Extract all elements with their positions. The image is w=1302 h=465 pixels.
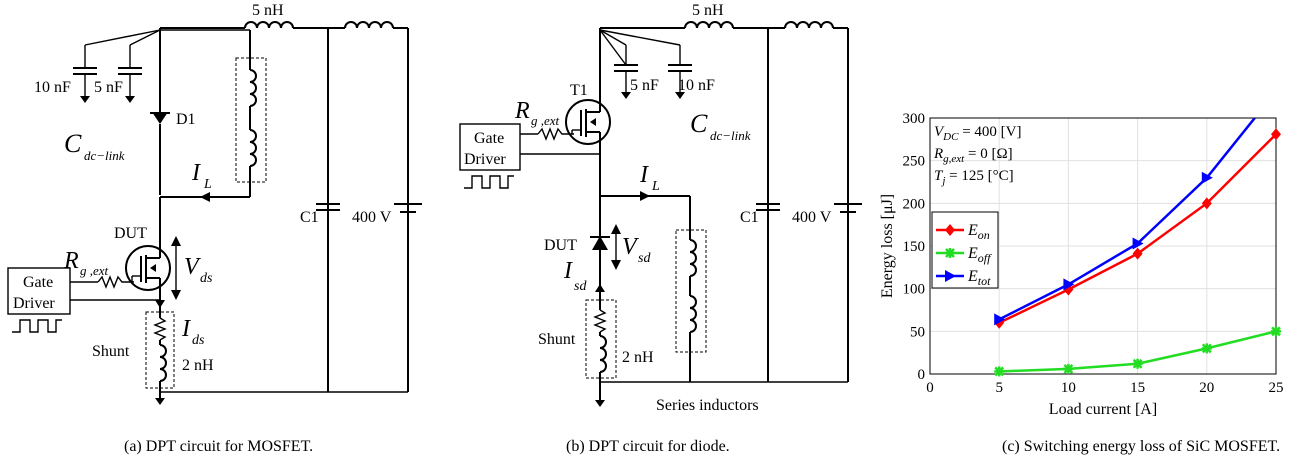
series-inductors-label: Series inductors (656, 397, 759, 414)
x-tick-label: 10 (1061, 380, 1076, 396)
isd-subscript: sd (574, 279, 587, 294)
shunt-label: Shunt (92, 343, 130, 360)
b-top-inductor-label: 5 nH (692, 2, 724, 19)
b-source-label: 400 V (792, 209, 832, 226)
caption-a: (a) DPT circuit for MOSFET. (124, 438, 314, 455)
b-shunt-label: Shunt (538, 331, 576, 348)
y-tick-label: 300 (903, 111, 926, 127)
b-cap-10nf-label: 10 nF (678, 77, 715, 94)
panel-a-circuit: 5 nH 10 nF 5 nF D1 C dc−link I L DUT R g… (0, 0, 430, 430)
diode-label: D1 (176, 111, 196, 128)
y-tick-label: 200 (903, 196, 926, 212)
x-tick-label: 20 (1199, 380, 1214, 396)
data-point-on (1201, 197, 1212, 210)
vds-label: V (184, 254, 201, 280)
top-inductor-label: 5 nH (252, 2, 284, 19)
x-axis-label: Load current [A] (1049, 401, 1157, 418)
legend-label-on: Eon (967, 222, 990, 242)
rg-label: R (63, 248, 79, 274)
b-shunt-inductance-label: 2 nH (622, 349, 654, 366)
annot-vdc: VDC = 400 [V] (934, 124, 1022, 143)
t1-label: T1 (570, 82, 588, 99)
legend-marker-off (945, 248, 955, 258)
caption-b: (b) DPT circuit for diode. (566, 438, 730, 455)
ids-label: I (181, 316, 191, 342)
plot-frame (929, 117, 1277, 375)
il-label: I (191, 160, 201, 186)
cap-10nf-label: 10 nF (34, 79, 71, 96)
data-point-on (1132, 247, 1143, 260)
b-il-subscript: L (651, 179, 660, 194)
data-point-off (1132, 358, 1143, 369)
legend-label-tot: Etot (967, 268, 991, 288)
x-tick-label: 5 (995, 380, 1003, 396)
b-rg-label: R (514, 98, 530, 124)
data-point-tot (1063, 278, 1075, 291)
ids-subscript: ds (192, 333, 205, 348)
annot-rg: Rg,ext = 0 [Ω] (933, 146, 1013, 165)
data-point-off (1201, 343, 1212, 354)
y-tick-label: 100 (903, 282, 926, 298)
data-point-off (994, 366, 1005, 377)
b-c1-label: C1 (740, 209, 759, 226)
source-label: 400 V (352, 209, 392, 226)
panel-b-circuit: 5 nH T1 5 nF 10 nF C dc−link R g ,ext Ga… (440, 0, 880, 430)
b-c-dclink-label: C (690, 109, 708, 138)
cap-5nf-label: 5 nF (94, 79, 123, 96)
data-point-tot (1132, 237, 1144, 250)
legend-marker-on (945, 224, 955, 236)
dut-label: DUT (114, 225, 147, 242)
c-dclink-label: C (64, 129, 82, 158)
data-point-tot (994, 313, 1006, 326)
shunt-inductance-label: 2 nH (182, 357, 214, 374)
b-gate-driver-label-1: Gate (474, 130, 504, 147)
legend-label-off: Eoff (967, 245, 992, 265)
x-tick-label: 0 (926, 380, 934, 396)
data-point-off (1271, 326, 1281, 337)
y-tick-label: 0 (918, 367, 926, 383)
data-point-tot (1201, 171, 1213, 184)
b-il-label: I (639, 162, 649, 188)
data-point-off (1063, 363, 1074, 374)
annot-tj: Tj = 125 [°C] (934, 168, 1014, 187)
legend-marker-tot (945, 270, 956, 282)
gate-driver-label-1: Gate (23, 274, 53, 291)
dpt-diode-circuit: 5 nH T1 5 nF 10 nF C dc−link R g ,ext Ga… (459, 2, 862, 414)
vsd-subscript: sd (638, 251, 651, 266)
rg-subscript: g ,ext (80, 263, 109, 278)
c1-label: C1 (300, 209, 319, 226)
caption-c: (c) Switching energy loss of SiC MOSFET. (1002, 438, 1281, 455)
vsd-label: V (622, 234, 639, 260)
vds-subscript: ds (200, 271, 213, 286)
b-rg-subscript: g ,ext (531, 113, 560, 128)
b-dut-label: DUT (544, 237, 577, 254)
y-tick-label: 50 (910, 324, 925, 340)
y-tick-label: 250 (903, 154, 926, 170)
x-tick-label: 15 (1130, 380, 1145, 396)
il-subscript: L (203, 177, 212, 192)
y-axis-label: Energy loss [μJ] (879, 194, 896, 298)
x-tick-label: 25 (1269, 380, 1284, 396)
b-c-dclink-subscript: dc−link (710, 128, 751, 143)
data-point-on (1271, 128, 1281, 141)
dpt-mosfet-circuit: 5 nH 10 nF 5 nF D1 C dc−link I L DUT R g… (7, 2, 422, 405)
b-cap-5nf-label: 5 nF (630, 77, 659, 94)
y-tick-label: 150 (903, 239, 926, 255)
gate-driver-label-2: Driver (13, 295, 55, 312)
b-gate-driver-label-2: Driver (464, 151, 506, 168)
isd-label: I (563, 258, 573, 284)
c-dclink-subscript: dc−link (84, 148, 125, 163)
